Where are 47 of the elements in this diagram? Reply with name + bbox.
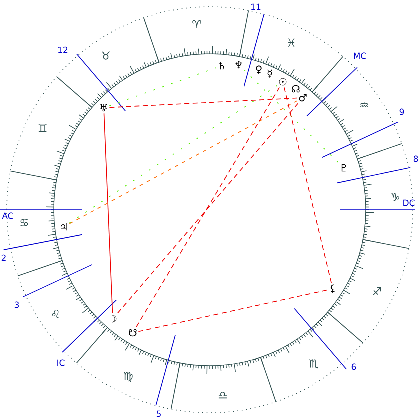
aspect-line bbox=[138, 290, 328, 332]
aspect-line bbox=[118, 103, 299, 314]
house-label: 3 bbox=[14, 302, 20, 308]
zodiac-glyph: ♊ bbox=[38, 124, 47, 132]
zodiac-glyph: ♉ bbox=[102, 52, 110, 60]
house-label: IC bbox=[58, 360, 65, 366]
aspect-line bbox=[284, 87, 332, 284]
zodiac-glyph: ♐ bbox=[373, 288, 382, 296]
planet-glyph: ☿ bbox=[268, 70, 272, 78]
planet-glyph: ♄ bbox=[220, 62, 224, 70]
planet-glyph: ♂ bbox=[299, 94, 307, 102]
house-label: 5 bbox=[156, 410, 161, 418]
zodiac-glyph: ♈ bbox=[192, 20, 202, 28]
planet-glyph: ☉ bbox=[279, 78, 287, 86]
planet-glyph: ♇ bbox=[342, 164, 346, 172]
house-label: 6 bbox=[352, 364, 356, 370]
aspect-line bbox=[244, 70, 339, 163]
house-label: AC bbox=[2, 212, 14, 220]
house-label: 12 bbox=[58, 46, 68, 54]
zodiac-glyph: ♒ bbox=[360, 102, 368, 108]
planet-glyph: ☊ bbox=[292, 85, 300, 93]
aspect-line bbox=[109, 68, 217, 106]
planet-glyph: ♃ bbox=[61, 223, 67, 231]
house-label: 8 bbox=[414, 156, 418, 162]
zodiac-glyph: ♑ bbox=[392, 193, 400, 202]
planet-glyph: ♀ bbox=[256, 66, 262, 74]
zodiac-glyph: ♎ bbox=[218, 392, 227, 399]
planet-glyph: ⚸ bbox=[330, 284, 335, 294]
zodiac-glyph: ♍ bbox=[124, 372, 133, 382]
planet-glyph: ♅ bbox=[100, 104, 108, 112]
planet-glyph: ♆ bbox=[236, 61, 242, 69]
aspect-line bbox=[109, 98, 298, 108]
aspect-line bbox=[104, 113, 114, 314]
planet-glyph: ☋ bbox=[129, 329, 137, 337]
aspect-line bbox=[69, 85, 278, 224]
planet-glyph: ☽ bbox=[112, 315, 117, 323]
house-label: 9 bbox=[400, 108, 404, 116]
house-label: 11 bbox=[252, 4, 261, 10]
house-label: MC bbox=[354, 52, 366, 60]
aspect-line bbox=[69, 100, 298, 224]
zodiac-glyph: ♋ bbox=[20, 219, 28, 226]
zodiac-glyph: ♌ bbox=[52, 310, 60, 318]
house-label: DC bbox=[404, 200, 415, 206]
zodiac-glyph: ♓ bbox=[288, 38, 295, 47]
house-label: 2 bbox=[2, 254, 6, 262]
aspect-line bbox=[136, 87, 280, 328]
zodiac-glyph: ♏ bbox=[309, 360, 319, 369]
